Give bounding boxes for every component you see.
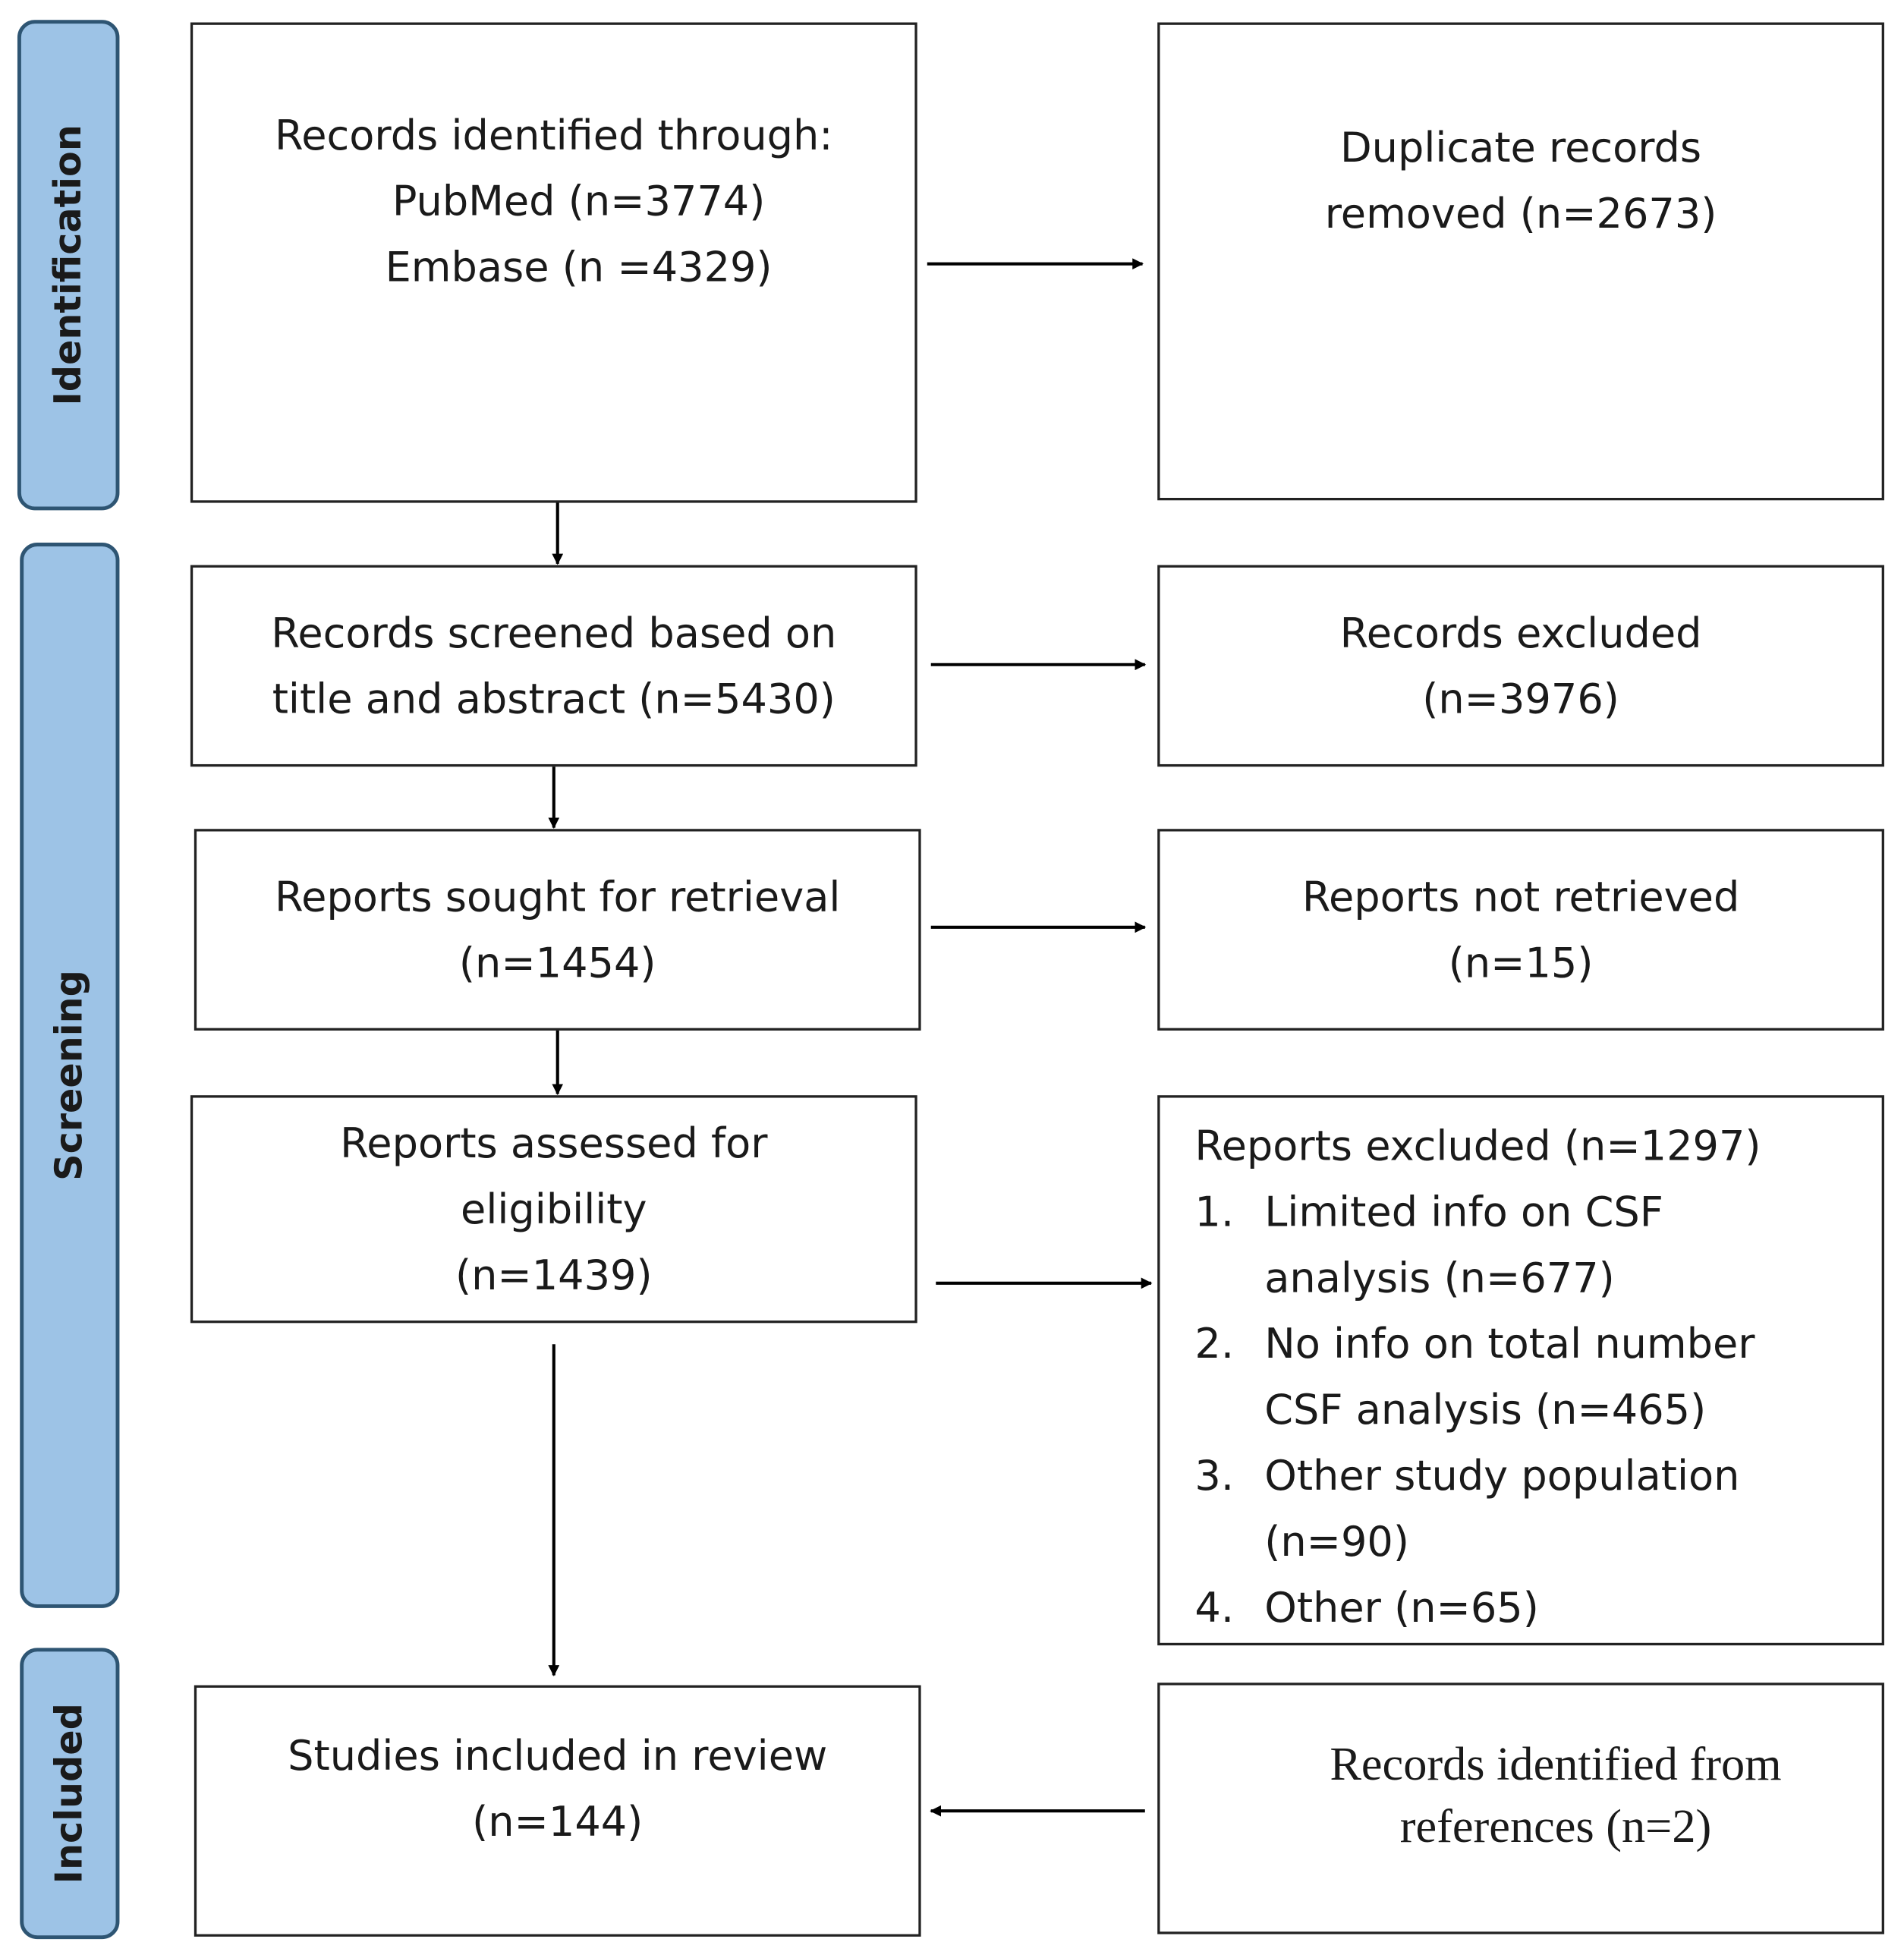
reports-not-retrieved-line2: (n=15) [1448,938,1594,987]
studies-included-line1: Studies included in review [288,1731,828,1780]
reports-assessed-box: Reports assessed for eligibility (n=1439… [190,1095,917,1324]
reports-excluded-title: Reports excluded (n=1297) [1194,1121,1761,1170]
records-excluded-box: Records excluded (n=3976) [1157,565,1884,767]
records-from-references-line2: references (n=2) [1399,1801,1712,1853]
list-item: 1. Limited info on CSF analysis (n=677) [1194,1179,1761,1311]
reports-not-retrieved-box: Reports not retrieved (n=15) [1157,829,1884,1031]
phase-screening: Screening [20,543,120,1608]
list-item-text: No info on total number [1264,1319,1755,1368]
reports-sought-line2: (n=1454) [458,938,656,987]
records-identified-box: Records identified through: PubMed (n=37… [190,22,917,503]
reports-assessed-line3: (n=1439) [455,1251,653,1300]
records-from-references-box: Records identified from references (n=2) [1157,1683,1884,1934]
reports-sought-line1: Reports sought for retrieval [274,872,841,921]
list-item: 4. Other (n=65) [1194,1575,1761,1641]
reports-assessed-line2: eligibility [461,1185,647,1234]
reports-excluded-list: Reports excluded (n=1297) 1. Limited inf… [1194,1113,1761,1640]
records-excluded-line2: (n=3976) [1422,674,1619,723]
list-item-number: 3. [1194,1451,1235,1500]
list-item-text: Limited info on CSF [1264,1187,1663,1236]
records-identified-title: Records identified through: [275,110,833,159]
studies-included-box: Studies included in review (n=144) [194,1685,921,1937]
phase-identification: Identification [17,20,120,511]
reports-not-retrieved-line1: Reports not retrieved [1301,872,1740,921]
list-item-number: 2. [1194,1319,1235,1368]
list-item-text: Other study population [1264,1451,1740,1500]
records-from-references-line1: Records identified from [1330,1739,1782,1791]
list-item-text: CSF analysis (n=465) [1264,1385,1707,1434]
reports-assessed-line1: Reports assessed for [340,1119,768,1168]
records-excluded-line1: Records excluded [1339,608,1702,657]
reports-sought-box: Reports sought for retrieval (n=1454) [194,829,921,1031]
records-screened-line2: title and abstract (n=5430) [272,674,836,723]
studies-included-line2: (n=144) [472,1797,644,1846]
list-item: 3. Other study population (n=90) [1194,1443,1761,1575]
list-item-text: Other (n=65) [1264,1583,1539,1632]
records-screened-line1: Records screened based on [271,608,837,657]
records-identified-pubmed: PubMed (n=3774) [392,176,766,225]
records-screened-box: Records screened based on title and abst… [190,565,917,767]
duplicates-removed-line2: removed (n=2673) [1324,189,1717,238]
phase-included: Included [20,1648,120,1940]
duplicates-removed-box: Duplicate records removed (n=2673) [1157,22,1884,501]
list-item-number: 4. [1194,1583,1235,1632]
list-item: 2. No info on total number CSF analysis … [1194,1311,1761,1443]
list-item-text: (n=90) [1264,1517,1409,1566]
reports-excluded-box: Reports excluded (n=1297) 1. Limited inf… [1157,1095,1884,1646]
list-item-number: 1. [1194,1187,1235,1236]
list-item-text: analysis (n=677) [1264,1253,1615,1302]
records-identified-embase: Embase (n =4329) [385,241,773,291]
duplicates-removed-line1: Duplicate records [1339,123,1702,172]
